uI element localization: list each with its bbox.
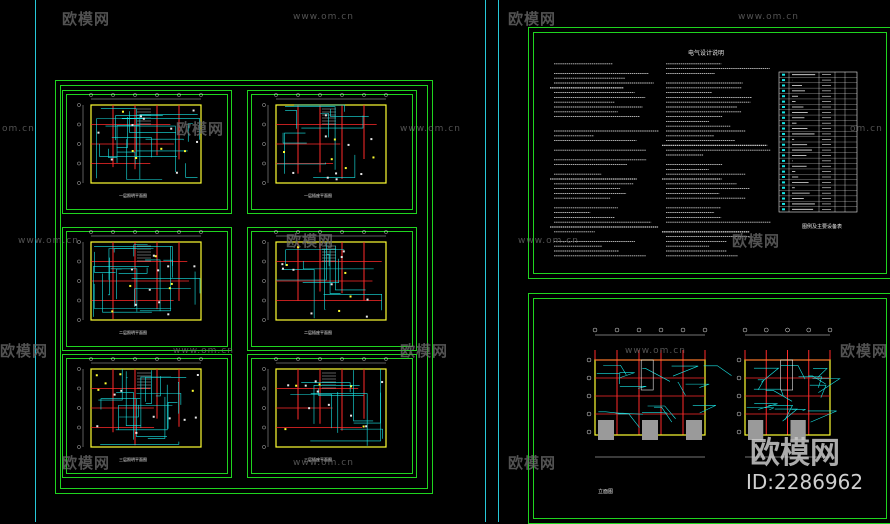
watermark-logo: 欧模网 [62, 454, 111, 472]
watermark-url: www.om.cn [293, 458, 354, 468]
notes-sheet-inner-border [533, 32, 887, 274]
floor-plan-panel[interactable]: 三层照明平面图 [62, 354, 232, 478]
floor-plan-drawing [77, 230, 203, 322]
floor-plan-panel[interactable]: 二层照明平面图 [62, 227, 232, 351]
floor-plan-inner-border [66, 231, 228, 347]
guide-line-left [35, 0, 36, 522]
watermark-url: www.om.cn [738, 12, 799, 22]
elevation-caption: 立面图 [598, 489, 614, 495]
floor-plan-caption: 一层插座平面图 [304, 193, 332, 198]
watermark-big-logo: 欧模网 [750, 436, 840, 471]
design-notes-text [550, 63, 771, 257]
watermark-url: www.om.cn [293, 12, 354, 22]
floor-plan-inner-border [66, 358, 228, 474]
watermark-logo: 欧模网 [732, 232, 781, 250]
floor-plan-drawing [77, 357, 203, 449]
watermark-url: om.cn [2, 124, 35, 134]
watermark-url: www.om.cn [18, 236, 79, 246]
watermark-logo: 欧模网 [508, 454, 557, 472]
floor-plan-caption: 一层照明平面图 [119, 193, 147, 198]
legend-table [778, 71, 858, 213]
watermark-logo: 欧模网 [176, 120, 225, 138]
floor-plan-caption: 二层照明平面图 [119, 330, 147, 335]
legend-table-caption: 图例及主要设备表 [802, 224, 843, 230]
floor-plan-drawing [77, 93, 203, 185]
watermark-logo: 欧模网 [400, 342, 449, 360]
watermark-id: ID:2286962 [746, 470, 864, 494]
elevation-sheet-inner-border [533, 298, 887, 519]
floor-plan-caption: 三层照明平面图 [119, 457, 147, 462]
floor-plan-inner-border [251, 94, 413, 210]
floor-plan-caption: 二层插座平面图 [304, 330, 332, 335]
watermark-logo: 欧模网 [840, 342, 889, 360]
floor-plan-panel[interactable]: 一层插座平面图 [247, 90, 417, 214]
watermark-url: om.cn [850, 124, 883, 134]
watermark-url: www.om.cn [625, 346, 686, 356]
floor-plan-drawing [262, 230, 388, 322]
elevation-drawings [586, 327, 841, 458]
notes-sheet[interactable] [528, 27, 890, 279]
guide-line-center-left [485, 0, 486, 522]
left-sheet-inner-border [60, 85, 428, 489]
floor-plan-inner-border [66, 94, 228, 210]
watermark-url: www.om.cn [173, 346, 234, 356]
floor-plan-panel[interactable]: 一层照明平面图 [62, 90, 232, 214]
floor-plan-panel[interactable]: 二层插座平面图 [247, 227, 417, 351]
left-drawing-sheet[interactable] [55, 80, 433, 494]
watermark-url: www.om.cn [518, 236, 579, 246]
floor-plan-inner-border [251, 231, 413, 347]
watermark-logo: 欧模网 [0, 342, 49, 360]
floor-plan-drawing [262, 357, 388, 449]
floor-plan-inner-border [251, 358, 413, 474]
watermark-logo: 欧模网 [286, 232, 335, 250]
floor-plan-caption: 三层插座平面图 [304, 457, 332, 462]
floor-plan-drawing [262, 93, 388, 185]
watermark-url: www.om.cn [400, 124, 461, 134]
watermark-logo: 欧模网 [508, 10, 557, 28]
floor-plan-panel[interactable]: 三层插座平面图 [247, 354, 417, 478]
notes-title: 电气设计说明 [688, 50, 725, 57]
guide-line-center-right [498, 0, 499, 522]
watermark-logo: 欧模网 [62, 10, 111, 28]
